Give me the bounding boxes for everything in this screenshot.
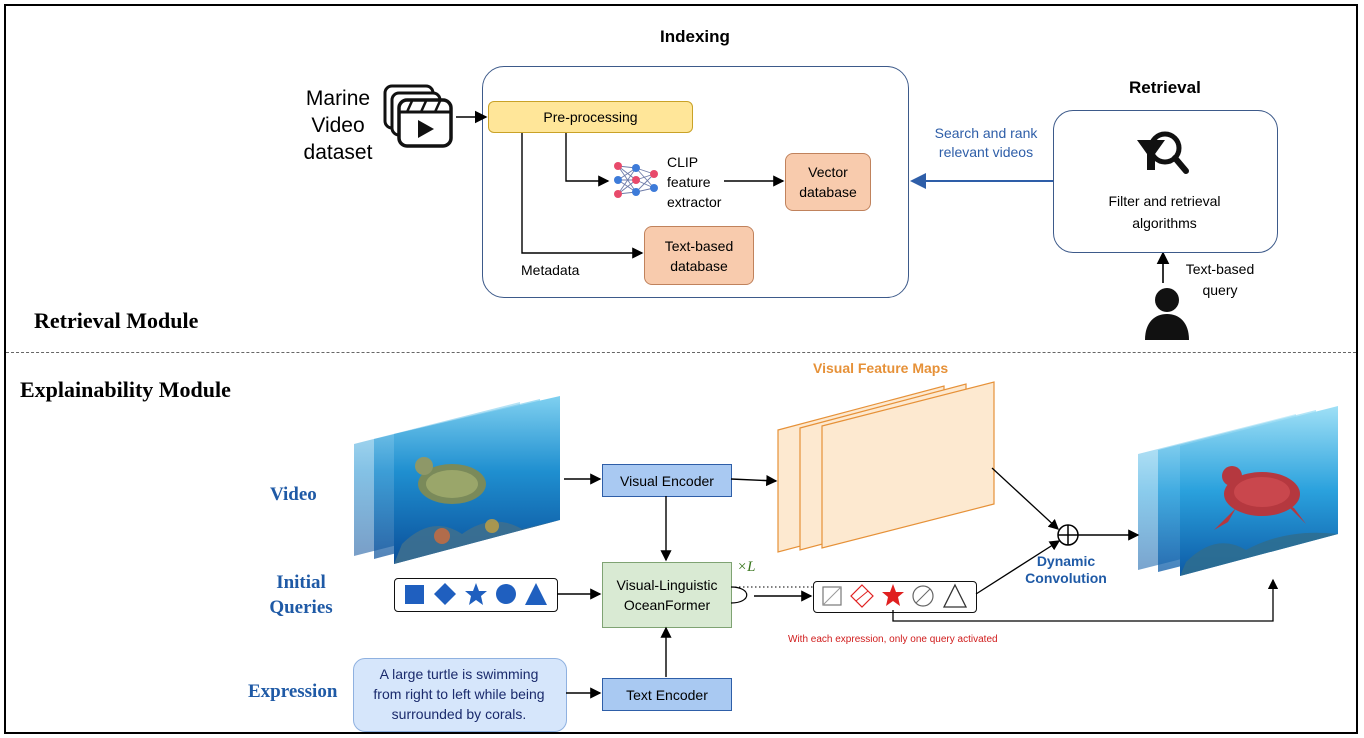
figure-frame (4, 4, 1358, 734)
explainability-module-title: Explainability Module (20, 377, 231, 402)
dynamic-convolution-label: Dynamic Convolution (1025, 553, 1107, 586)
initial-queries-label: Initial Queries (269, 572, 333, 618)
circle-icon (496, 584, 516, 604)
square-icon (405, 585, 424, 604)
triangle-icon (942, 583, 968, 608)
repeat-layers-label: ×L (737, 559, 756, 575)
input-video-frames (354, 396, 560, 564)
retrieval-title: Retrieval (1129, 78, 1201, 97)
play-icon (418, 120, 434, 138)
visual-encoder-box: Visual Encoder (602, 464, 732, 497)
clip-extractor-label: CLIP feature extractor (667, 154, 722, 210)
visual-feature-maps (777, 381, 995, 553)
search-rank-label: Search and rank relevant videos (934, 125, 1038, 160)
diamond-icon (434, 583, 456, 605)
activation-note: With each expression, only one query act… (788, 634, 998, 645)
vector-database-box: Vector database (785, 153, 871, 211)
star-icon (882, 584, 904, 606)
expression-bubble (353, 658, 567, 732)
oceanformer-box: Visual-Linguistic OceanFormer (602, 562, 732, 628)
text-query-label: Text-based query (1185, 261, 1255, 298)
feature-maps-title: Visual Feature Maps (813, 360, 949, 376)
filter-algorithms-label: Filter and retrieval algorithms (1108, 193, 1221, 231)
filter-search-icon (1137, 131, 1189, 174)
indexing-title: Indexing (660, 27, 730, 46)
initial-query-shapes (405, 583, 547, 605)
user-icon (1145, 288, 1189, 340)
metadata-label: Metadata (521, 262, 580, 278)
preprocessing-box: Pre-processing (488, 101, 693, 133)
neural-network-icon (614, 162, 658, 198)
dataset-label: Marine Video dataset (303, 87, 373, 164)
activated-query-shapes (822, 583, 968, 608)
output-video-frames (1138, 406, 1338, 576)
module-divider (6, 352, 1356, 353)
text-encoder-box: Text Encoder (602, 678, 732, 711)
triangle-icon (525, 583, 547, 605)
text-database-box: Text-based database (644, 226, 754, 285)
video-label: Video (270, 484, 317, 505)
video-clapper-stack-icon (383, 84, 453, 148)
expression-text: A large turtle is swimming from right to… (373, 666, 545, 722)
star-icon (465, 583, 487, 605)
retrieval-module-title: Retrieval Module (34, 308, 199, 333)
expression-label: Expression (248, 681, 338, 702)
